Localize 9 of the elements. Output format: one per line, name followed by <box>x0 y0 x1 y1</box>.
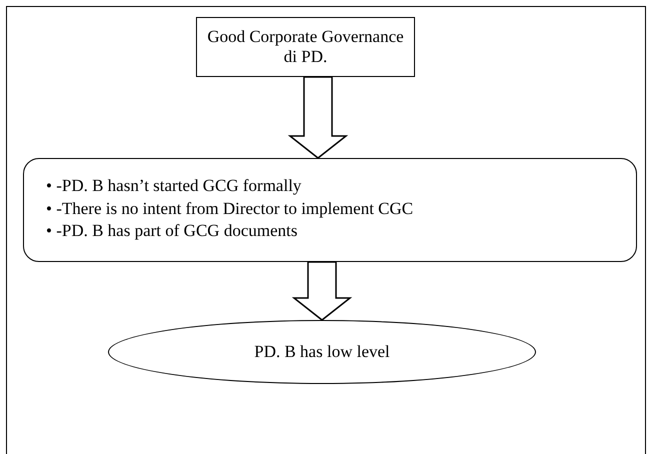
bullet-item: • -PD. B has part of GCG documents <box>46 221 298 242</box>
node-text: PD. B has low level <box>254 342 390 362</box>
block-arrow <box>288 76 348 159</box>
block-arrow <box>292 261 352 321</box>
bullet-item: • -There is no intent from Director to implement CGC <box>46 198 414 220</box>
process-box <box>23 158 637 262</box>
node-text: Good Corporate Governance di PD. <box>207 26 404 68</box>
bullet-item: • -PD. B hasn’t started GCG formally <box>46 176 302 197</box>
process-box <box>196 17 415 77</box>
